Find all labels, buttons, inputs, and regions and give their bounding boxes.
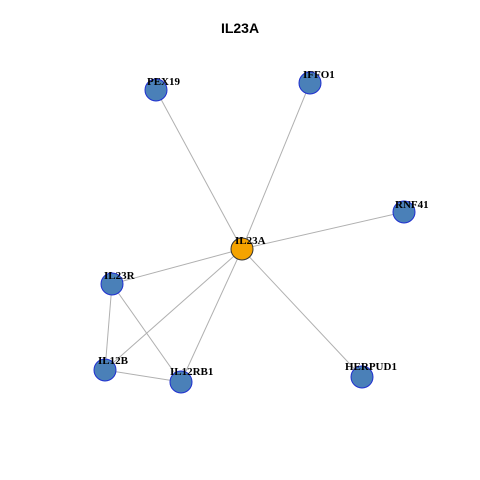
edge-il23a-il12b <box>104 248 243 371</box>
node-label-iffo1: IFFO1 <box>303 69 335 81</box>
node-label-rnf41: RNF41 <box>395 199 429 211</box>
node-label-pex19: PEX19 <box>147 76 181 88</box>
edge-il23a-rnf41 <box>241 211 405 250</box>
node-il12b[interactable] <box>93 358 117 382</box>
node-il12rb1[interactable] <box>169 370 193 394</box>
node-pex19[interactable] <box>144 78 168 102</box>
edge-il23r-il12rb1 <box>111 283 182 383</box>
node-il23r[interactable] <box>100 272 124 296</box>
node-label-il23r: IL23R <box>104 270 136 282</box>
node-herpud1[interactable] <box>350 365 374 389</box>
edge-il23a-il23r <box>111 248 243 285</box>
graph-title: IL23A <box>220 20 260 36</box>
edge-il23a-herpud1 <box>241 248 363 378</box>
node-il23a[interactable] <box>230 237 254 261</box>
edge-il23a-il12rb1 <box>180 248 243 383</box>
edge-il12b-il12rb1 <box>104 369 182 383</box>
node-label-herpud1: HERPUD1 <box>345 361 397 373</box>
node-label-il12rb1: IL12RB1 <box>170 366 213 378</box>
edge-il23a-pex19 <box>155 89 243 250</box>
edge-il23a-iffo1 <box>241 82 311 250</box>
node-iffo1[interactable] <box>298 71 322 95</box>
edge-il23r-il12b <box>104 283 113 371</box>
node-rnf41[interactable] <box>392 200 416 224</box>
node-label-il23a: IL23A <box>235 235 266 247</box>
node-label-il12b: IL12B <box>98 355 129 367</box>
